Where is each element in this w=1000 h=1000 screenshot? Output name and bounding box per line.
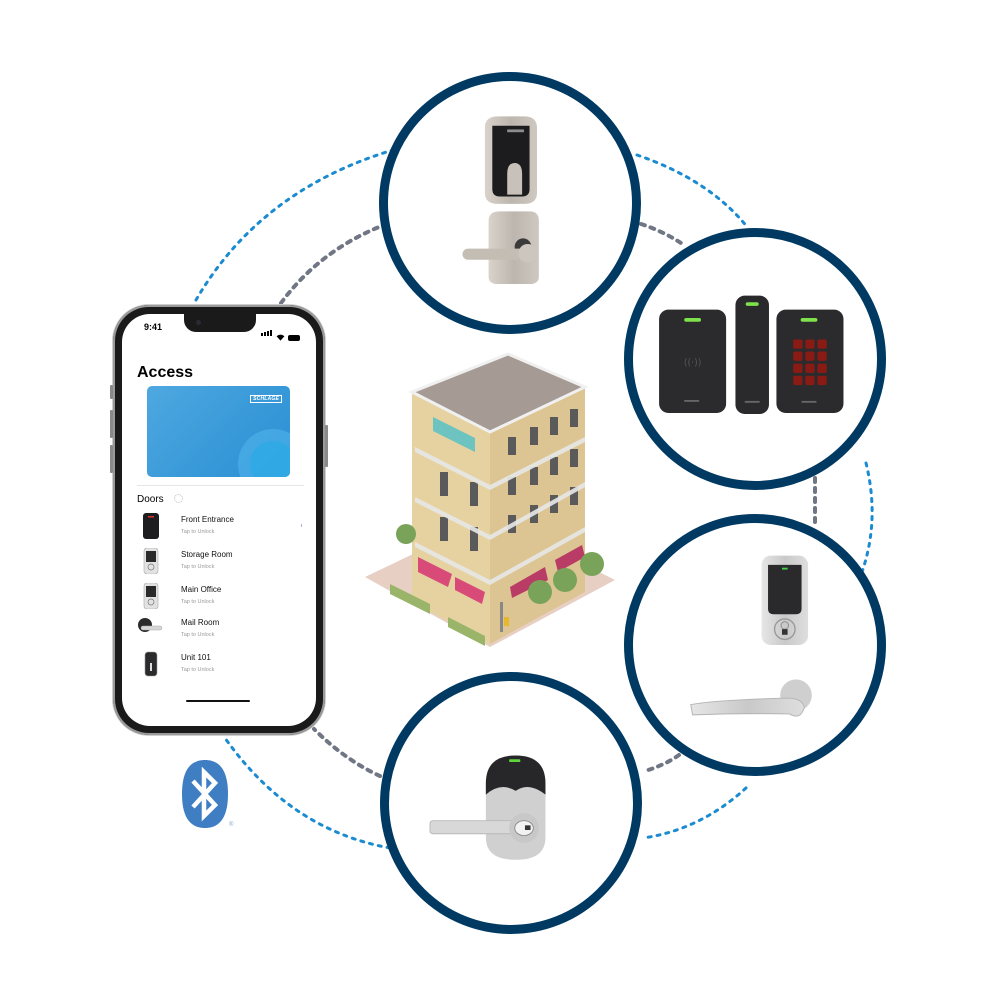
card-reader-icon: ((·)) [659,295,844,414]
door-action: Tap to Unlock [181,667,215,673]
front-camera-icon [196,320,201,325]
mortise-lock-icon [690,555,812,717]
door-list-item[interactable]: Main Office Tap to Unlock [137,581,304,615]
door-action: Tap to Unlock [181,599,215,605]
wifi-icon [276,334,285,341]
section-title-doors: Doors [137,494,164,505]
access-card[interactable]: SCHLAGE [147,386,290,477]
divider [137,485,304,486]
phone-notch [184,314,256,332]
smartphone: 9:41 Access SCHLAGE Doors Front Entrance… [110,305,328,735]
deadbolt-lock-icon [143,583,159,609]
device-circle-mortise-lock [624,514,886,776]
deadbolt-lock-icon [143,548,159,574]
door-name: Storage Room [181,550,233,559]
device-circle-wireless-lock [380,672,642,934]
home-indicator[interactable] [186,700,250,702]
registered-mark: ® [229,822,234,828]
loading-spinner-icon [174,494,183,503]
dotted-arc-readers-to-mortise [860,461,874,574]
door-list-item[interactable]: Front Entrance Tap to Unlock [137,511,304,545]
door-name: Front Entrance [181,515,234,524]
status-time: 9:41 [144,322,163,332]
wireless-lock-icon [429,755,546,860]
wall-reader-icon [143,513,159,539]
lever-lock-icon [138,618,163,632]
dashed-arc-top-to-readers [639,222,686,247]
door-name: Unit 101 [181,653,211,662]
door-action: Tap to Unlock [181,529,215,535]
door-list-item[interactable]: Unit 101 Tap to Unlock [137,649,304,683]
dotted-arc-phone-to-top [194,148,395,302]
battery-icon [288,335,300,341]
door-list-item[interactable]: Mail Room Tap to Unlock [137,614,304,648]
door-name: Main Office [181,585,222,594]
mortise-lock-icon [144,651,158,677]
dashed-arc-mortise-to-bottom [643,753,681,773]
bluetooth-icon [182,760,228,828]
phone-volume-down-button [110,445,113,473]
device-circle-lever-smart-lock [379,72,641,334]
chevron-right-icon [301,524,302,527]
phone-volume-up-button [110,410,113,438]
door-list-item[interactable]: Storage Room Tap to Unlock [137,546,304,580]
svg-text:((·)): ((·)) [684,358,701,369]
page-title: Access [137,364,194,381]
dashed-arc-phone-to-top [279,223,386,305]
dashed-arc-bottom-to-phone [312,727,382,778]
phone-screen: 9:41 Access SCHLAGE Doors Front Entrance… [122,314,316,726]
card-brand-logo: SCHLAGE [250,395,282,403]
door-action: Tap to Unlock [181,632,215,638]
signal-icon [261,323,273,341]
door-name: Mail Room [181,618,220,627]
phone-side-button [325,425,328,467]
apartment-building-icon [365,352,615,647]
status-icons [261,323,300,341]
card-decoration [250,441,290,477]
dotted-arc-mortise-to-bottom [641,786,748,840]
dotted-arc-bottom-to-phone [223,736,392,850]
phone-silent-switch [110,385,113,399]
door-action: Tap to Unlock [181,564,215,570]
device-circle-wall-readers: ((·)) [624,228,886,490]
lever-smart-lock-icon [462,116,539,285]
dotted-arc-top-to-readers [635,153,750,230]
